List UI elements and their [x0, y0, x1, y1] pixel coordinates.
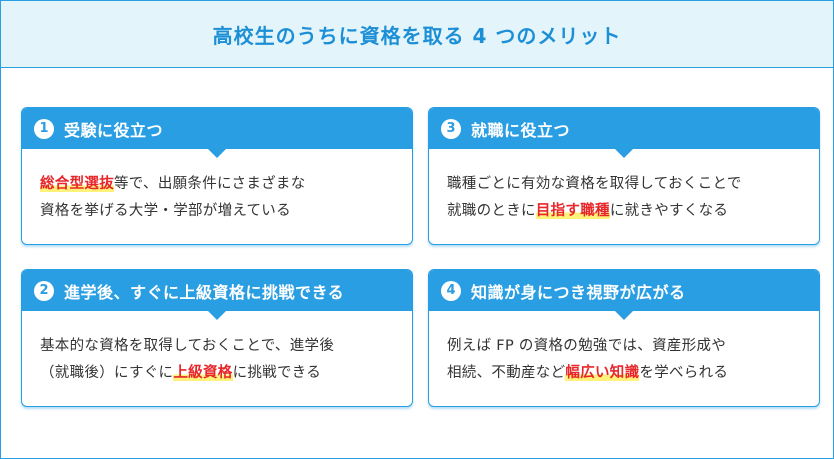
merit-card-2-header: 2 進学後、すぐに上級資格に挑戦できる [22, 270, 412, 320]
body-line-2: 相続、不動産など幅広い知識を学べられる [447, 360, 805, 387]
number-badge: 1 [34, 118, 54, 139]
body-text: 等で、出願条件にさまざまな [114, 176, 306, 192]
merit-card-4: 4 知識が身につき視野が広がる 例えば FP の資格の勉強では、資産形成や 相続… [428, 269, 820, 407]
body-text: （就職後）にすぐに [40, 365, 174, 381]
number-badge: 4 [441, 280, 461, 301]
page-title: 高校生のうちに資格を取る 4 つのメリット [212, 23, 622, 48]
number-badge: 2 [34, 280, 54, 301]
merit-card-1-body: 総合型選抜等で、出願条件にさまざまな 資格を挙げる大学・学部が増えている [22, 149, 412, 225]
merit-card-1: 1 受験に役立つ 総合型選抜等で、出願条件にさまざまな 資格を挙げる大学・学部が… [21, 107, 413, 245]
merit-card-2-body: 基本的な資格を取得しておくことで、進学後 （就職後）にすぐに上級資格に挑戦できる [22, 311, 412, 387]
merit-card-2-title: 進学後、すぐに上級資格に挑戦できる [64, 282, 345, 302]
title-banner: 高校生のうちに資格を取る 4 つのメリット [1, 1, 833, 68]
highlight-text: 目指す職種 [535, 203, 610, 219]
merit-card-1-header: 1 受験に役立つ [22, 108, 412, 158]
merit-card-2: 2 進学後、すぐに上級資格に挑戦できる 基本的な資格を取得しておくことで、進学後… [21, 269, 413, 407]
body-text: 相続、不動産など [447, 365, 566, 381]
body-text: に挑戦できる [232, 365, 322, 381]
body-text: に就きやすくなる [609, 203, 729, 219]
merit-card-4-title: 知識が身につき視野が広がる [471, 282, 686, 302]
merit-card-3-title: 就職に役立つ [471, 120, 571, 140]
merit-card-1-title: 受験に役立つ [64, 120, 164, 140]
body-line-1: 総合型選抜等で、出願条件にさまざまな [40, 171, 398, 198]
highlight-text: 総合型選抜 [40, 176, 114, 192]
body-line-2: 就職のときに目指す職種に就きやすくなる [447, 198, 805, 225]
highlight-text: 上級資格 [173, 365, 233, 381]
body-line-2: （就職後）にすぐに上級資格に挑戦できる [40, 360, 398, 387]
highlight-text: 幅広い知識 [565, 365, 640, 381]
number-badge: 3 [441, 118, 461, 139]
body-text: を学べられる [639, 365, 729, 381]
body-text: 就職のときに [447, 203, 536, 219]
merit-card-3-body: 職種ごとに有効な資格を取得しておくことで 就職のときに目指す職種に就きやすくなる [429, 149, 819, 225]
body-line-1: 基本的な資格を取得しておくことで、進学後 [40, 338, 335, 354]
merit-card-3: 3 就職に役立つ 職種ごとに有効な資格を取得しておくことで 就職のときに目指す職… [428, 107, 820, 245]
body-line-1: 職種ごとに有効な資格を取得しておくことで [447, 176, 742, 192]
body-line-1: 例えば FP の資格の勉強では、資産形成や [447, 338, 727, 354]
merit-card-4-body: 例えば FP の資格の勉強では、資産形成や 相続、不動産など幅広い知識を学べられ… [429, 311, 819, 387]
body-line-2: 資格を挙げる大学・学部が増えている [40, 203, 291, 219]
merit-card-4-header: 4 知識が身につき視野が広がる [429, 270, 819, 320]
merit-card-3-header: 3 就職に役立つ [429, 108, 819, 158]
